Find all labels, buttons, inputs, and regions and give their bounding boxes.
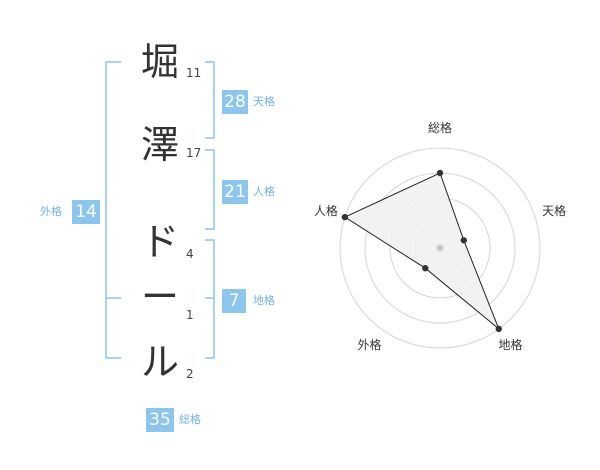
- radar-polygon: [343, 172, 500, 330]
- stroke-count-4: 1: [186, 308, 194, 322]
- radar-axis-label-0: 総格: [428, 120, 452, 135]
- radar-axis-label-2: 地格: [498, 337, 522, 352]
- soukaku-value: 35: [146, 408, 174, 432]
- radar-ring-4: [339, 147, 541, 349]
- stroke-count-3: 4: [186, 247, 194, 261]
- radar-point-4: [341, 213, 349, 221]
- stroke-count-2: 17: [186, 146, 202, 160]
- radar-point-3: [422, 265, 429, 272]
- name-char-1: 堀: [140, 40, 179, 84]
- bracket-tenkaku: [205, 61, 215, 139]
- gaikaku-value: 14: [72, 200, 100, 224]
- radar-center-dot: [436, 244, 444, 252]
- tenkaku-label: 天格: [253, 95, 275, 108]
- tenkaku-value: 28: [222, 90, 248, 114]
- stroke-count-5: 2: [186, 367, 194, 381]
- stroke-count-1: 11: [186, 66, 202, 80]
- radar-point-0: [436, 169, 444, 177]
- bracket-chikaku: [205, 239, 215, 359]
- name-char-3: ド: [140, 220, 179, 264]
- bracket-gaikaku: [105, 61, 121, 359]
- soukaku-label: 総格: [179, 413, 201, 426]
- radar-axis-label-4: 人格: [314, 203, 338, 218]
- chikaku-value: 7: [222, 289, 246, 313]
- gaikaku-label: 外格: [40, 205, 62, 218]
- name-char-4: ー: [140, 275, 179, 319]
- bracket-jinkaku: [205, 149, 215, 230]
- radar-axis-label-3: 外格: [357, 337, 381, 352]
- radar-point-1: [460, 237, 467, 244]
- radar-axis-label-1: 天格: [542, 203, 566, 218]
- name-char-5: ル: [140, 340, 179, 384]
- jinkaku-label: 人格: [253, 185, 275, 198]
- name-char-2: 澤: [140, 123, 179, 167]
- radar-point-2: [495, 325, 502, 333]
- chikaku-label: 地格: [253, 294, 275, 307]
- jinkaku-value: 21: [222, 180, 248, 204]
